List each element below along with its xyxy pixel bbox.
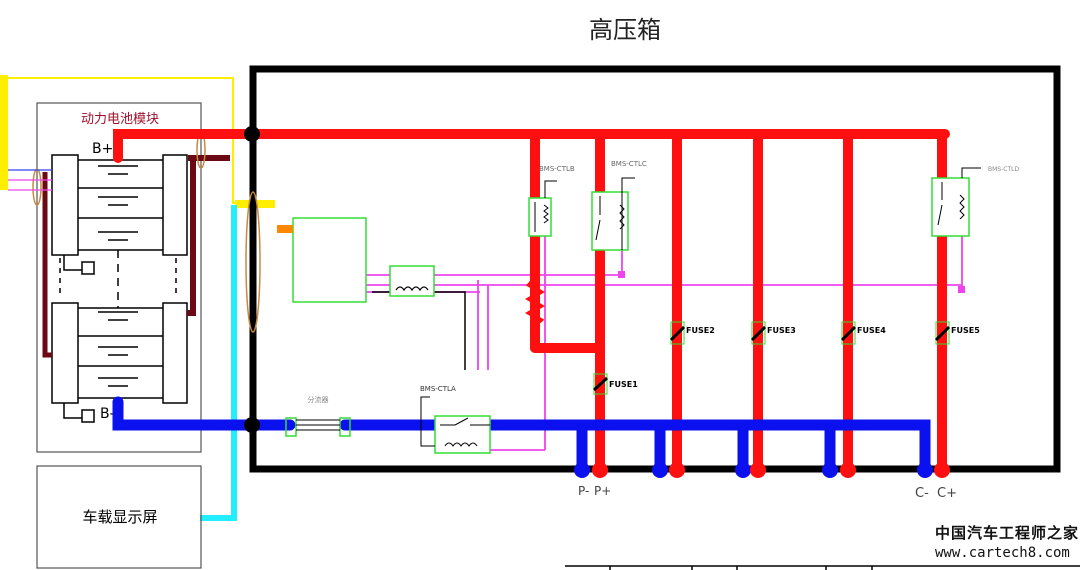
watermark-cn: 中国汽车工程师之家	[935, 524, 1080, 542]
hv-negative-bus	[112, 396, 931, 474]
relay-ctlc-label: BMS-CTLC	[611, 160, 647, 168]
battery-module-box	[36, 102, 202, 453]
fuse-2-label: FUSE2	[686, 326, 715, 335]
fuse-5-label: FUSE5	[951, 326, 980, 335]
yellow-power-line	[0, 75, 8, 190]
display-box	[36, 465, 202, 569]
junction-node	[244, 126, 260, 142]
precharge-resistor	[525, 276, 545, 327]
shunt	[285, 417, 351, 437]
fuse-4	[840, 321, 857, 345]
title-block-edge	[565, 565, 1080, 570]
connector-mid	[245, 191, 261, 333]
bms-line-left	[42, 172, 52, 358]
terminal-p-minus: P-	[578, 484, 589, 498]
hall-sensor	[389, 265, 435, 297]
battery-negative-label: B-	[100, 406, 115, 422]
signal-node	[958, 286, 965, 293]
signal-node	[618, 271, 625, 278]
watermark-url: www.cartech8.com	[935, 545, 1070, 561]
fuse-1	[592, 373, 609, 395]
diagram-title: 高压箱	[589, 16, 661, 44]
relay-ctld	[931, 167, 981, 237]
battery-positive-label: B+	[92, 141, 113, 157]
terminal-p-plus: P+	[594, 484, 611, 498]
junction-node	[244, 417, 260, 433]
relay-ctla-label: BMS-CTLA	[420, 385, 456, 393]
relay-ctla	[420, 396, 491, 454]
connector-left	[32, 168, 42, 206]
hv-positive-bus	[113, 129, 950, 473]
relay-ctlb-label: BMS-CTLB	[539, 165, 575, 173]
fuse-4-label: FUSE4	[857, 326, 886, 335]
fuse-2	[669, 321, 686, 345]
battery-module-title: 动力电池模块	[81, 112, 159, 127]
output-terminals[interactable]	[574, 462, 950, 478]
fuse-3	[750, 321, 767, 345]
shunt-label: 分流器	[308, 395, 329, 404]
fuse-5	[934, 321, 951, 345]
bms-unit	[292, 217, 367, 303]
relay-ctlb	[528, 180, 557, 237]
display-cyan-line	[200, 205, 237, 521]
terminal-c-minus: C-	[915, 486, 929, 501]
relay-ctlc	[591, 177, 635, 251]
signal-black-line	[372, 291, 466, 370]
fuse-3-label: FUSE3	[767, 326, 796, 335]
battery-cells	[51, 154, 188, 423]
fuse-1-label: FUSE1	[609, 380, 638, 389]
display-label: 车载显示屏	[82, 508, 157, 526]
bms-line-right	[187, 155, 230, 316]
relay-ctld-label: BMS-CTLD	[988, 166, 1019, 173]
terminal-c-plus: C+	[937, 486, 957, 501]
